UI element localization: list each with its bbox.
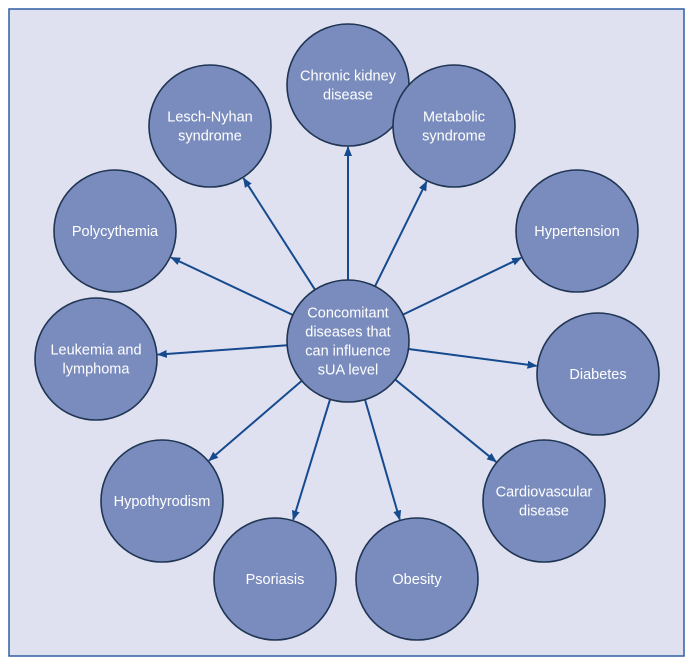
- node-lesch-nyhan-syndrome-circle: [148, 64, 272, 188]
- node-cardiovascular-disease: Cardiovascular disease: [482, 439, 606, 563]
- center-node-label-line: diseases that: [305, 325, 390, 341]
- node-hypertension-label-line: Hypertension: [534, 224, 619, 240]
- node-metabolic-syndrome-label-line: syndrome: [422, 129, 486, 145]
- node-metabolic-syndrome-label-line: Metabolic: [423, 110, 485, 126]
- node-leukemia-and-lymphoma-circle: [34, 297, 158, 421]
- node-psoriasis-label-line: Psoriasis: [246, 572, 305, 588]
- node-lesch-nyhan-syndrome-label-line: Lesch-Nyhan: [167, 110, 252, 126]
- node-obesity-label-line: Obesity: [392, 572, 442, 588]
- node-leukemia-and-lymphoma-label-line: Leukemia and: [50, 343, 141, 359]
- node-diabetes: Diabetes: [536, 312, 660, 436]
- node-polycythemia-label-line: Polycythemia: [72, 224, 159, 240]
- node-leukemia-and-lymphoma: Leukemia and lymphoma: [34, 297, 158, 421]
- node-metabolic-syndrome-circle: [392, 64, 516, 188]
- node-lesch-nyhan-syndrome: Lesch-Nyhan syndrome: [148, 64, 272, 188]
- node-cardiovascular-disease-label-line: Cardiovascular: [496, 485, 593, 501]
- node-polycythemia: Polycythemia: [53, 169, 177, 293]
- node-hypertension-circle: [515, 169, 639, 293]
- arrow-to-polycythemia: [170, 256, 294, 316]
- node-chronic-kidney-disease-label-line: disease: [323, 88, 373, 104]
- node-psoriasis-circle: [213, 517, 337, 641]
- node-diabetes-label-line: Diabetes: [569, 367, 626, 383]
- center-node-label-line: sUA level: [318, 363, 378, 379]
- node-hypertension: Hypertension: [515, 169, 639, 293]
- nodes-layer: Chronic kidneydiseaseMetabolicsyndromeHy…: [34, 23, 660, 641]
- center-node-label-line: can influence: [305, 344, 390, 360]
- center-node: Concomitant diseases that can influence sUA…: [286, 279, 410, 403]
- node-psoriasis: Psoriasis: [213, 517, 337, 641]
- arrow-to-hypertension: [402, 256, 523, 316]
- center-node-circle: [286, 279, 410, 403]
- node-lesch-nyhan-syndrome-label-line: syndrome: [178, 129, 242, 145]
- node-leukemia-and-lymphoma-label-line: lymphoma: [63, 362, 131, 378]
- arrow-to-metabolic-syndrome: [374, 180, 428, 287]
- arrow-to-lesch-nyhan-syndrome: [242, 177, 316, 291]
- node-hypothyrodism-circle: [100, 439, 224, 563]
- node-chronic-kidney-disease-circle: [286, 23, 410, 147]
- node-polycythemia-circle: [53, 169, 177, 293]
- center-node-label-line: Concomitant: [307, 306, 388, 322]
- arrows-layer: [156, 146, 538, 521]
- arrow-to-hypothyrodism: [208, 380, 303, 462]
- node-chronic-kidney-disease: Chronic kidney disease: [286, 23, 410, 147]
- node-metabolic-syndrome: Metabolic syndrome: [392, 64, 516, 188]
- arrow-to-leukemia-and-lymphoma: [156, 344, 288, 358]
- node-hypothyrodism: Hypothyrodism: [100, 439, 224, 563]
- arrow-to-cardiovascular-disease: [394, 378, 497, 463]
- arrow-to-diabetes: [408, 348, 538, 369]
- node-chronic-kidney-disease-label-line: Chronic kidney: [300, 69, 397, 85]
- node-diabetes-circle: [536, 312, 660, 436]
- node-obesity: Obesity: [355, 517, 479, 641]
- node-hypothyrodism-label-line: Hypothyrodism: [114, 494, 211, 510]
- arrow-to-obesity: [364, 399, 402, 521]
- arrow-to-psoriasis: [292, 399, 332, 521]
- node-cardiovascular-disease-circle: [482, 439, 606, 563]
- node-obesity-circle: [355, 517, 479, 641]
- node-cardiovascular-disease-label-line: disease: [519, 504, 569, 520]
